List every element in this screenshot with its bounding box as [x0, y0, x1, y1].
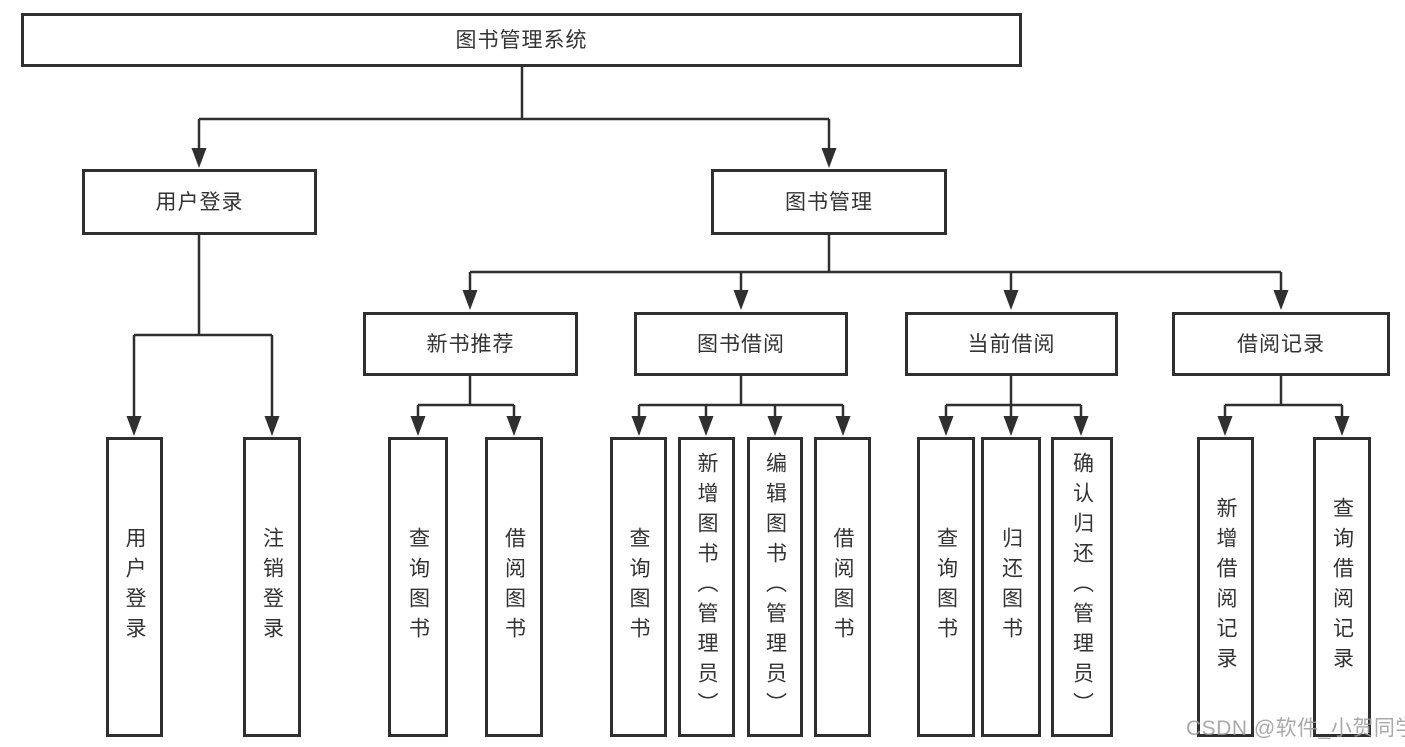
node-user-login: 用户登录 [82, 169, 317, 235]
leaf-edit-books-admin: 编辑图书（管理员） [747, 437, 803, 737]
leaf-query-books-borrow: 查询图书 [610, 437, 667, 737]
leaf-add-borrow-record: 新增借阅记录 [1197, 437, 1254, 737]
leaf-borrow-books-recommend: 借阅图书 [485, 437, 543, 737]
leaf-add-books-admin: 新增图书（管理员） [678, 437, 735, 737]
node-current-borrow: 当前借阅 [905, 312, 1118, 376]
leaf-logout: 注销登录 [243, 437, 301, 737]
node-book-management: 图书管理 [711, 169, 947, 235]
node-book-borrow: 图书借阅 [634, 312, 848, 376]
leaf-user-login: 用户登录 [106, 437, 163, 737]
csdn-watermark: CSDN @软件_小贺同学 [1186, 717, 1405, 740]
leaf-query-books-current: 查询图书 [917, 437, 975, 737]
leaf-return-books: 归还图书 [981, 437, 1041, 737]
leaf-query-borrow-record: 查询借阅记录 [1313, 437, 1371, 737]
node-borrow-records: 借阅记录 [1172, 312, 1390, 376]
leaf-query-books-recommend: 查询图书 [388, 437, 448, 737]
node-library-system: 图书管理系统 [21, 13, 1022, 67]
leaf-borrow-books: 借阅图书 [814, 437, 871, 737]
node-new-book-recommend: 新书推荐 [363, 312, 578, 376]
leaf-confirm-return-admin: 确认归还（管理员） [1051, 437, 1113, 737]
